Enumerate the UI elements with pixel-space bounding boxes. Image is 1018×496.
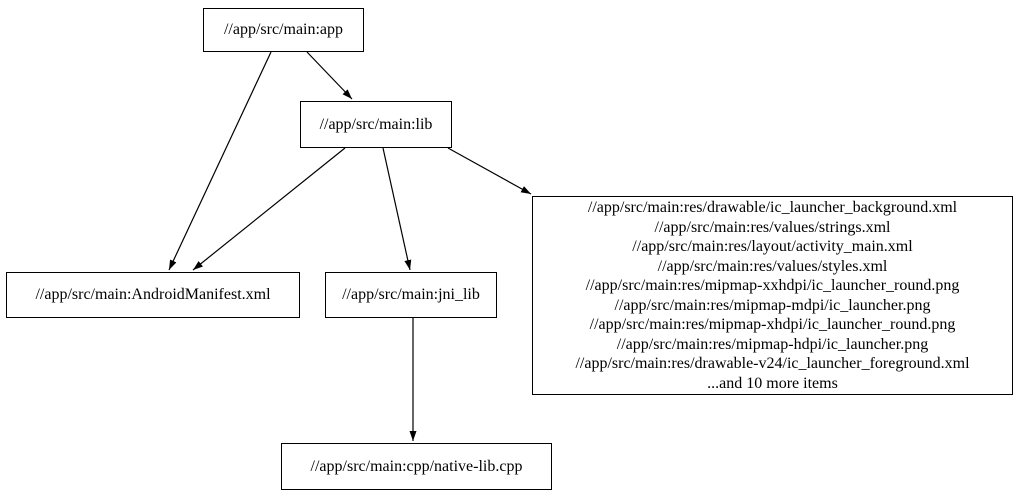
graph-node-jni-lib: //app/src/main:jni_lib (325, 272, 497, 318)
res-file-line: //app/src/main:res/drawable-v24/ic_launc… (575, 355, 970, 372)
graph-node-lib-label: //app/src/main:lib (319, 115, 433, 133)
graph-node-jni-lib-label: //app/src/main:jni_lib (342, 286, 480, 303)
graph-node-native-lib-cpp: //app/src/main:cpp/native-lib.cpp (281, 443, 552, 490)
graph-node-lib: //app/src/main:lib (300, 101, 452, 148)
res-file-line: //app/src/main:res/mipmap-xhdpi/ic_launc… (589, 316, 956, 333)
edge-app-to-manifest (168, 51, 272, 271)
edge-lib-to-jni-lib (382, 147, 412, 271)
edge-lib-to-manifest (192, 147, 346, 271)
res-file-line: //app/src/main:res/mipmap-mdpi/ic_launch… (614, 296, 931, 314)
res-file-line: //app/src/main:res/drawable/ic_launcher_… (587, 199, 958, 216)
res-file-line: //app/src/main:res/mipmap-hdpi/ic_launch… (616, 335, 929, 353)
graph-node-app: //app/src/main:app (203, 8, 364, 52)
edge-app-to-lib (306, 51, 353, 100)
graph-node-android-manifest-label: //app/src/main:AndroidManifest.xml (35, 286, 271, 303)
res-file-line: //app/src/main:res/values/styles.xml (657, 257, 888, 275)
res-file-line: //app/src/main:res/values/strings.xml (654, 218, 891, 236)
graph-node-android-manifest: //app/src/main:AndroidManifest.xml (6, 272, 300, 318)
res-more-items-line: ...and 10 more items (707, 374, 838, 392)
edge-lib-to-res (447, 147, 532, 195)
res-file-line: //app/src/main:res/layout/activity_main.… (632, 238, 913, 255)
res-file-line: //app/src/main:res/mipmap-xxhdpi/ic_laun… (585, 277, 960, 294)
graph-node-app-label: //app/src/main:app (223, 21, 344, 38)
graph-node-native-lib-cpp-label: //app/src/main:cpp/native-lib.cpp (310, 457, 523, 475)
graph-node-res-filegroup: //app/src/main:res/drawable/ic_launcher_… (532, 196, 1013, 395)
